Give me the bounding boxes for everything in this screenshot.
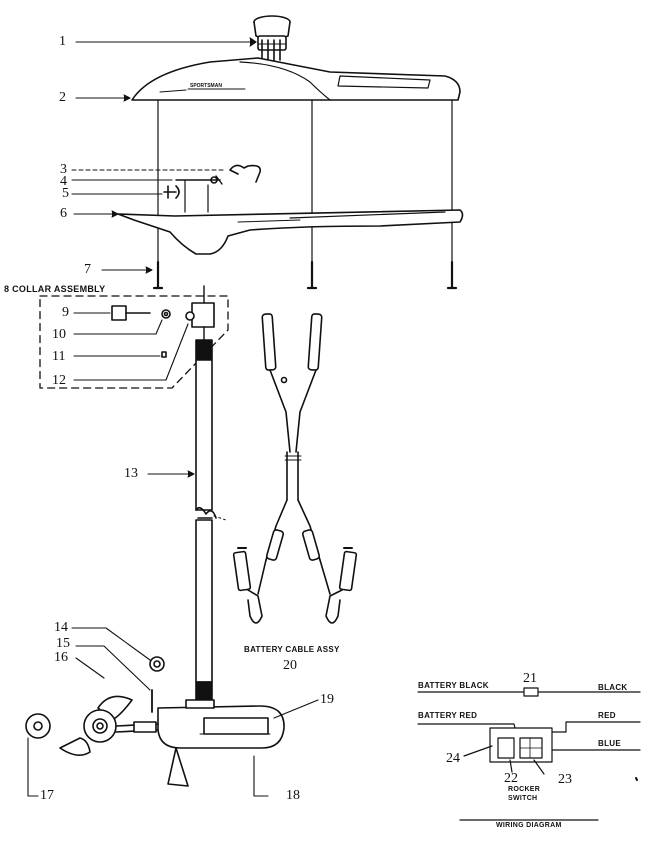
label-part-10: 10 <box>52 327 66 342</box>
hook-pin-clip-drawing <box>163 164 262 213</box>
battery-cable-number: 20 <box>283 658 297 673</box>
wiring-diagram-title: WIRING DIAGRAM <box>496 822 562 829</box>
assembly-guide-lines <box>157 99 453 263</box>
wiring-label-24: 24 <box>446 751 460 766</box>
wiring-battery-red: BATTERY RED <box>418 711 478 720</box>
wiring-blue: BLUE <box>598 739 621 748</box>
rocker-switch-line1: ROCKER <box>508 786 541 793</box>
label-part-9: 9 <box>62 305 69 320</box>
wiring-label-22: 22 <box>504 771 518 786</box>
label-part-16: 16 <box>54 650 68 665</box>
lower-unit-drawing <box>157 699 285 787</box>
label-part-17: 17 <box>40 788 54 803</box>
screws-drawing <box>152 260 458 290</box>
battery-cable-drawing <box>232 313 358 624</box>
collar-assembly-label: 8 COLLAR ASSEMBLY <box>4 284 106 294</box>
shaft-drawing <box>195 339 227 701</box>
label-part-15: 15 <box>56 636 70 651</box>
label-part-3: 3 <box>60 162 67 177</box>
wiring-battery-black: BATTERY BLACK <box>418 681 489 690</box>
head-base-drawing <box>117 209 464 255</box>
head-cover-drawing <box>131 57 461 101</box>
head-logo-text: SPORTSMAN <box>190 83 222 89</box>
wiring-red: RED <box>598 711 616 720</box>
prop-nut-pin-drawing <box>149 656 165 713</box>
label-part-5: 5 <box>62 186 69 201</box>
label-part-19: 19 <box>320 692 334 707</box>
label-part-2: 2 <box>59 90 66 105</box>
label-part-1: 1 <box>59 34 66 49</box>
collar-assembly-box <box>39 295 229 389</box>
label-part-11: 11 <box>52 349 66 364</box>
wiring-black: BLACK <box>598 683 628 692</box>
rocker-switch-line2: SWITCH <box>508 795 538 802</box>
prop-washer-drawing <box>25 713 51 739</box>
label-part-13: 13 <box>124 466 138 481</box>
label-part-14: 14 <box>54 620 68 635</box>
label-part-18: 18 <box>286 788 300 803</box>
battery-cable-caption: BATTERY CABLE ASSY <box>244 645 340 654</box>
label-part-12: 12 <box>52 373 66 388</box>
wiring-label-21: 21 <box>523 671 537 686</box>
collar-parts-drawing <box>111 285 215 358</box>
label-part-7: 7 <box>84 262 91 277</box>
propeller-drawing <box>59 695 159 756</box>
label-part-6: 6 <box>60 206 67 221</box>
switch-cap-drawing <box>253 15 291 63</box>
label-part-4: 4 <box>60 174 67 189</box>
wiring-label-23: 23 <box>558 772 572 787</box>
wiring-diagram-drawing <box>417 687 641 821</box>
leader-lines <box>27 37 319 797</box>
